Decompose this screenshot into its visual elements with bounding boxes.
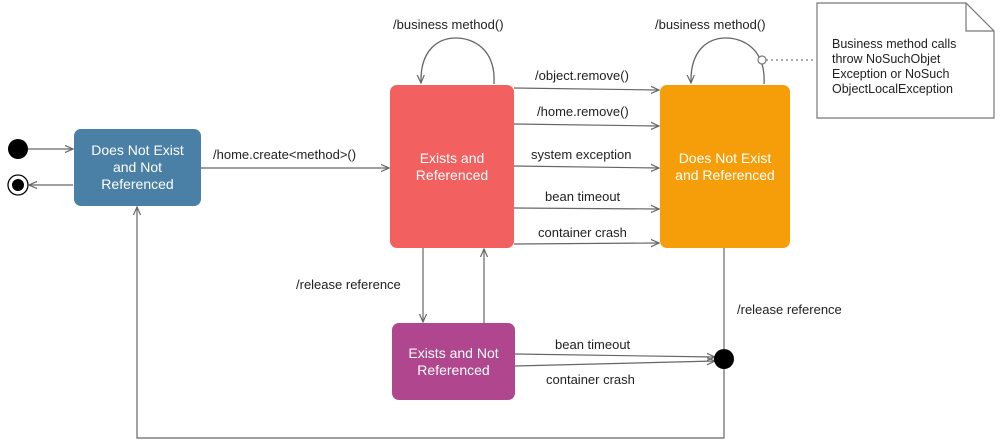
state-does-not-exist-not-referenced: Does Not Exist and Not Referenced (74, 129, 201, 206)
bean-timeout-transition-1 (513, 208, 659, 209)
business-method-label-1: /business method() (393, 17, 504, 32)
state-exists-not-referenced: Exists and Not Referenced (392, 323, 515, 400)
container-crash-transition-2 (514, 361, 715, 367)
final-node-inner (12, 179, 24, 191)
bean-timeout-label-1: bean timeout (545, 189, 621, 204)
note-shape (816, 2, 995, 119)
system-exception-label: system exception (531, 147, 632, 162)
bean-timeout-label-2: bean timeout (555, 337, 631, 352)
note-text: Business method calls throw NoSuchObjet … (832, 37, 957, 96)
business-method-label-2: /business method() (655, 17, 766, 32)
create-label: /home.create<method>() (213, 147, 357, 162)
release-reference-label-1: /release reference (296, 277, 401, 292)
business-method-loop-2 (691, 37, 765, 85)
system-exception-transition (513, 166, 659, 168)
home-remove-transition (513, 124, 659, 126)
return-transition (137, 207, 725, 439)
initial-node (8, 139, 28, 159)
junction-node (714, 349, 734, 369)
state-label: Does Not Exist and Referenced (675, 149, 775, 183)
note-fold (965, 3, 994, 32)
state-label: Exists and Not Referenced (408, 344, 499, 378)
state-does-not-exist-referenced: Does Not Exist and Referenced (660, 85, 790, 248)
home-remove-label: /home.remove() (537, 104, 629, 119)
bean-timeout-transition-2 (514, 354, 715, 357)
note-anchor (757, 55, 767, 65)
container-crash-transition-1 (513, 243, 659, 244)
object-remove-transition (513, 88, 659, 90)
state-label: Exists and Referenced (415, 149, 489, 183)
state-label: Does Not Exist and Not Referenced (91, 142, 184, 192)
object-remove-label: /object.remove() (535, 68, 629, 83)
business-method-loop-1 (421, 37, 495, 85)
container-crash-label-2: container crash (546, 372, 635, 387)
state-exists-referenced: Exists and Referenced (390, 85, 514, 248)
container-crash-label-1: container crash (538, 225, 627, 240)
release-reference-label-2: /release reference (737, 302, 842, 317)
